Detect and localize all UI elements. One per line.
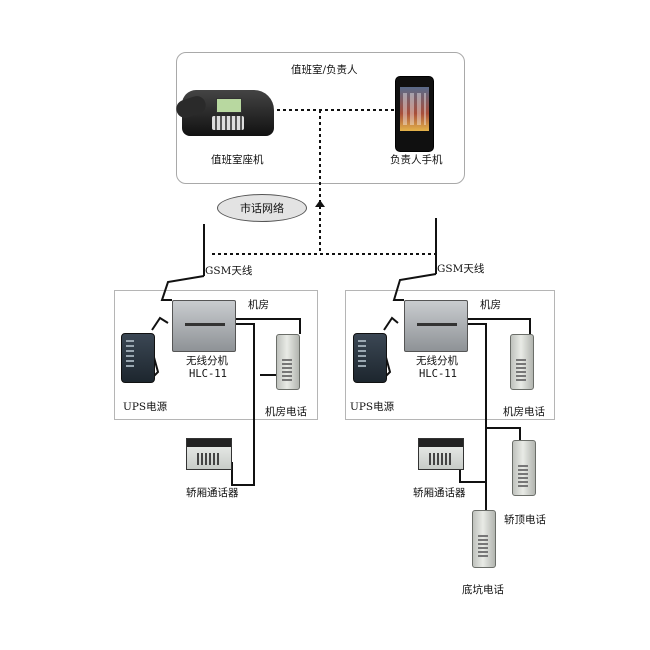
wall-phone-keys-icon — [478, 535, 488, 557]
wall-phone-keys-icon — [516, 359, 526, 381]
car-top-phone-label: 轿顶电话 — [504, 514, 546, 526]
ups-image-left — [121, 333, 155, 383]
intercom-top-icon — [187, 439, 231, 447]
lcd-screen-icon — [216, 98, 242, 113]
unit-name-right: 无线分机 — [416, 355, 458, 367]
wall-phone-keys-icon — [282, 359, 292, 381]
network-arrow — [315, 200, 325, 207]
desk-phone-label: 值班室座机 — [211, 154, 264, 166]
public-network-bubble: 市话网络 — [217, 194, 307, 222]
public-network-label: 市话网络 — [240, 202, 284, 215]
duty-room-title: 值班室/负责人 — [291, 64, 358, 76]
wall-phone-keys-icon — [518, 465, 528, 487]
antenna-label-left: GSM天线 — [205, 265, 253, 277]
car-intercom-image-left — [186, 438, 232, 470]
intercom-grille-icon — [429, 453, 453, 465]
unit-model-right: HLC-11 — [419, 368, 457, 380]
machine-room-label-left: 机房 — [248, 299, 269, 311]
car-top-phone-image — [512, 440, 536, 496]
desk-phone-image — [173, 90, 274, 136]
unit-name-left: 无线分机 — [186, 355, 228, 367]
room-phone-label-right: 机房电话 — [503, 406, 545, 418]
wireless-unit-left — [172, 300, 236, 352]
keypad-icon — [212, 116, 244, 130]
pit-phone-label: 底坑电话 — [462, 584, 504, 596]
unit-slot-icon — [185, 323, 225, 326]
mobile-phone-image — [395, 76, 434, 152]
wireless-unit-right — [404, 300, 468, 352]
room-phone-image-left — [276, 334, 300, 390]
intercom-top-icon — [419, 439, 463, 447]
phone-screen-icon — [400, 87, 429, 131]
ups-label-strip-icon — [126, 340, 134, 370]
unit-slot-icon — [417, 323, 457, 326]
ups-image-right — [353, 333, 387, 383]
unit-model-left: HLC-11 — [189, 368, 227, 380]
mobile-phone-label: 负责人手机 — [390, 154, 443, 166]
dotted-network-lines — [212, 109, 438, 255]
antenna-label-right: GSM天线 — [437, 263, 485, 275]
room-phone-label-left: 机房电话 — [265, 406, 307, 418]
ups-label-right: UPS电源 — [350, 401, 395, 413]
ups-label-left: UPS电源 — [123, 401, 168, 413]
machine-room-label-right: 机房 — [480, 299, 501, 311]
car-intercom-image-right — [418, 438, 464, 470]
car-intercom-label-left: 轿厢通话器 — [186, 487, 239, 499]
room-phone-image-right — [510, 334, 534, 390]
antenna-right — [392, 218, 437, 301]
ups-label-strip-icon — [358, 340, 366, 370]
intercom-grille-icon — [197, 453, 221, 465]
antenna-left — [160, 224, 205, 301]
pit-phone-image — [472, 510, 496, 568]
car-intercom-label-right: 轿厢通话器 — [413, 487, 466, 499]
